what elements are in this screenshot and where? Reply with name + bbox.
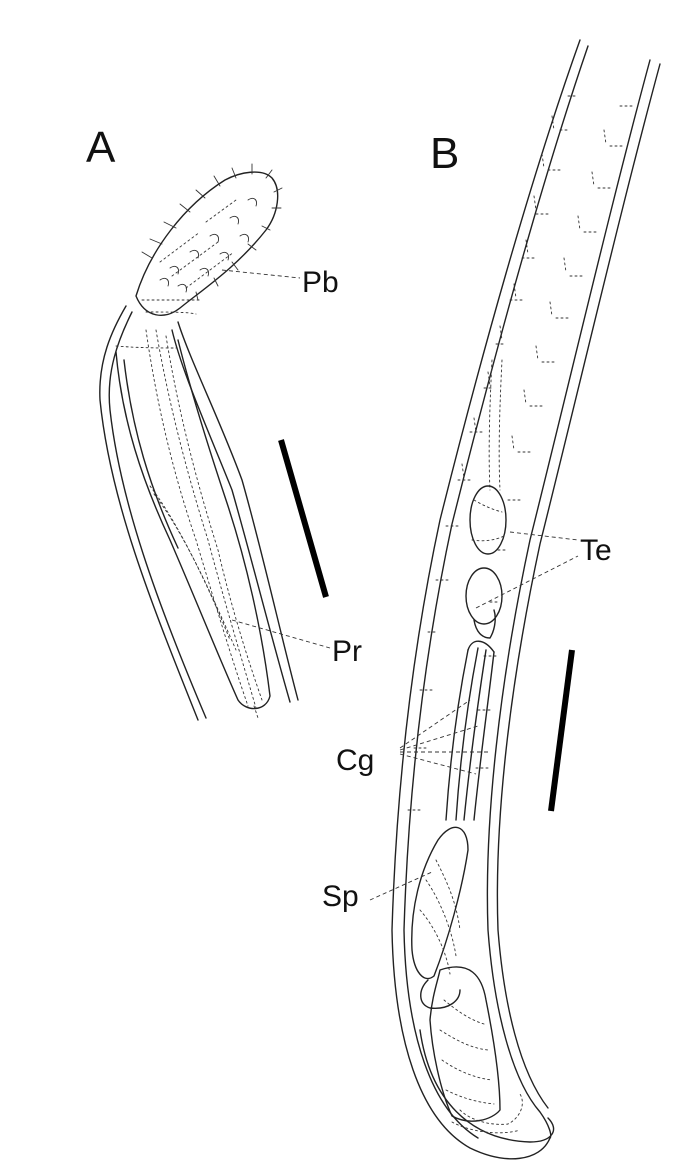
cg-leader-line-1	[399, 699, 471, 749]
proboscis-sheath	[99, 305, 299, 721]
panel-b-letter: B	[430, 129, 459, 178]
bulb-spines	[141, 163, 283, 301]
pr-leader-line	[231, 619, 331, 649]
pb-leader-line	[221, 269, 301, 279]
pb-label: Pb	[302, 266, 339, 299]
scale-bar-b	[548, 649, 575, 812]
cg-label: Cg	[336, 744, 374, 777]
te-leader-line-1	[509, 531, 579, 541]
body-wall	[391, 39, 661, 1160]
panel-b: B	[322, 39, 661, 1160]
cg-leader-line-2	[399, 725, 479, 751]
te-label: Te	[580, 534, 612, 567]
copulatory-bursa	[420, 966, 523, 1134]
testes	[465, 359, 507, 639]
te-leader-line-2	[475, 555, 579, 609]
scale-bar-a	[278, 439, 329, 598]
sp-label: Sp	[322, 880, 359, 913]
cement-glands	[445, 640, 495, 821]
sp-leader-line	[369, 871, 433, 901]
proboscis-bulb	[135, 163, 283, 316]
saefftigen-pouch	[411, 826, 469, 980]
pr-label: Pr	[332, 635, 362, 668]
panel-a-letter: A	[86, 123, 116, 172]
cg-leader-line-4	[399, 753, 477, 775]
cuticle-marks	[407, 95, 633, 811]
panel-a: A	[86, 123, 362, 721]
